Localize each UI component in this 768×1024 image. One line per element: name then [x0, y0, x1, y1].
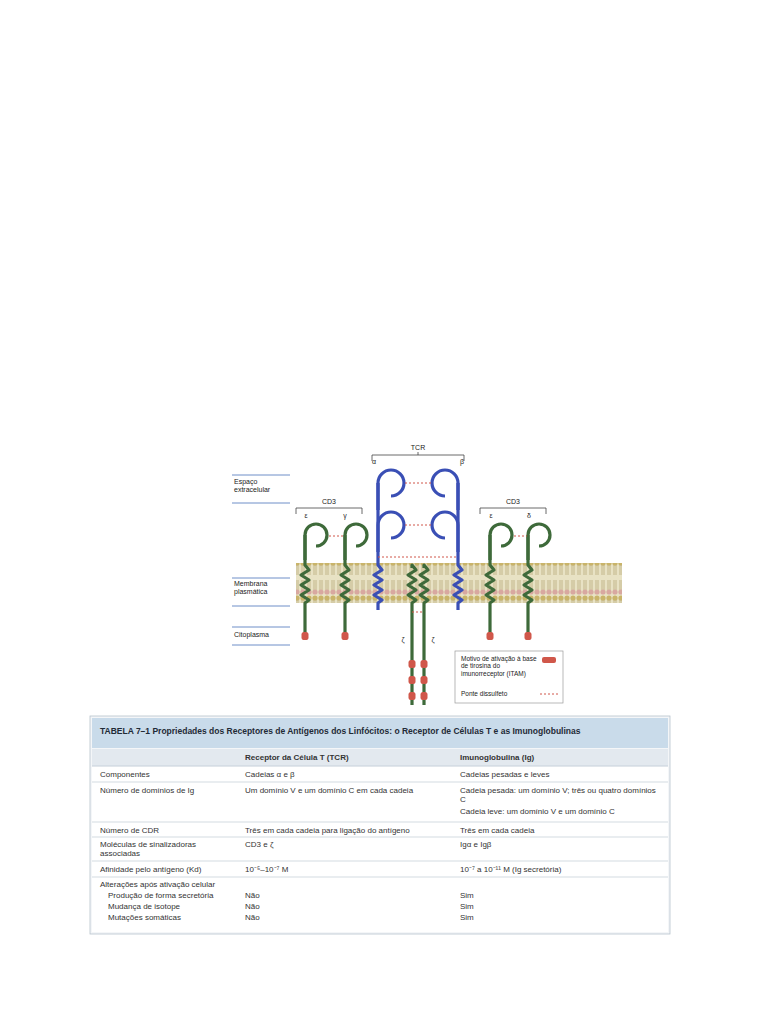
chain-stem — [408, 565, 416, 705]
itam — [409, 676, 416, 684]
itam — [421, 676, 428, 684]
table-title: TABELA 7–1 Propriedades dos Receptores d… — [100, 727, 662, 737]
table-cell: Número de CDR — [100, 826, 240, 835]
itam — [525, 632, 532, 640]
diagram-label: ε — [300, 512, 312, 520]
dashed-sample — [540, 694, 558, 695]
ig-domain — [528, 524, 550, 560]
diagram-label: Citoplasma — [234, 631, 292, 639]
legend-swatch — [542, 657, 556, 663]
chain-stem — [420, 565, 428, 705]
diagram-label: Espaço extracelular — [234, 478, 292, 494]
itam — [342, 632, 349, 640]
itam — [409, 692, 416, 700]
ig-domain — [305, 524, 327, 560]
table-cell: Não — [245, 902, 445, 911]
diagram-label: CD3 — [309, 498, 349, 506]
table-cell: Três em cada cadeia para ligação do antí… — [245, 826, 445, 835]
table-cell: Cadeias α e β — [245, 770, 445, 779]
diagram-label: α — [368, 458, 380, 466]
legend-box — [455, 651, 563, 703]
brackets — [296, 452, 546, 514]
table-cell: Sim — [460, 891, 660, 900]
legend-text: Motivo de ativação à base de tirosina do… — [461, 655, 537, 677]
table-cell: Mutações somáticas — [108, 913, 248, 922]
diagram-label: γ — [339, 512, 351, 520]
ig-domain — [345, 524, 367, 560]
diagram-label: CD3 — [493, 498, 533, 506]
table-cell: CD3 e ζ — [245, 840, 445, 849]
table-cell: Número de domínios de Ig — [100, 786, 240, 795]
ig-domain — [432, 470, 458, 510]
itam — [421, 660, 428, 668]
chain-stem — [341, 535, 349, 640]
table-cell: Sim — [460, 913, 660, 922]
ig-domain — [378, 512, 404, 552]
legend-text: Ponte dissulfeto — [461, 690, 537, 697]
region-rules — [232, 475, 290, 645]
diagram-label: ζ — [398, 636, 408, 644]
ig-domain — [378, 470, 404, 510]
chain-stem — [301, 535, 309, 640]
diagram-label: ε — [485, 512, 497, 520]
table-cell: Produção de forma secretória — [108, 891, 248, 900]
diagram-label: Membrana plasmática — [234, 580, 292, 596]
table-cell: Receptor da Célula T (TCR) — [245, 753, 445, 762]
table-cell: Cadeia pesada: um domínio V; três ou qua… — [460, 786, 660, 804]
chain-stem — [524, 535, 532, 640]
diagram-label: δ — [523, 512, 535, 520]
disulfide-bonds — [329, 483, 527, 612]
itam — [421, 692, 428, 700]
table-cell: Cadeias pesadas e leves — [460, 770, 660, 779]
table-cell: Não — [245, 913, 445, 922]
table-cell: Igα e Igβ — [460, 840, 660, 849]
table-cell: Cadeia leve: um domínio V e um domínio C — [460, 807, 660, 816]
ig-domain — [432, 512, 458, 552]
table-cell: Alterações após ativação celular — [100, 880, 260, 889]
itam — [409, 660, 416, 668]
chain-stem — [486, 535, 494, 640]
table-cell: Afinidade pelo antígeno (Kd) — [100, 865, 240, 874]
chain-stem — [454, 483, 462, 610]
chain-stem — [374, 483, 382, 610]
table-cell: 10⁻⁵–10⁻⁷ M — [245, 865, 445, 874]
table-cell: Componentes — [100, 770, 240, 779]
diagram-label: ζ — [428, 636, 438, 644]
table-cell: Mudança de isotope — [108, 902, 248, 911]
table-frame — [90, 716, 670, 934]
ig-domain — [490, 524, 512, 560]
itam — [302, 632, 309, 640]
table-cell: Moléculas de sinalizadoras associadas — [100, 840, 220, 858]
diagram-label: TCR — [398, 444, 438, 452]
table-cell: Sim — [460, 902, 660, 911]
table-cell: Três em cada cadeia — [460, 826, 660, 835]
table-cell: Um domínio V e um domínio C em cada cade… — [245, 786, 445, 795]
table-cell: 10⁻⁷ a 10⁻¹¹ M (Ig secretória) — [460, 865, 660, 874]
table-cell: Não — [245, 891, 445, 900]
table-cell: Imunoglobulina (Ig) — [460, 753, 660, 762]
diagram-label: β — [456, 458, 468, 466]
itam — [487, 632, 494, 640]
